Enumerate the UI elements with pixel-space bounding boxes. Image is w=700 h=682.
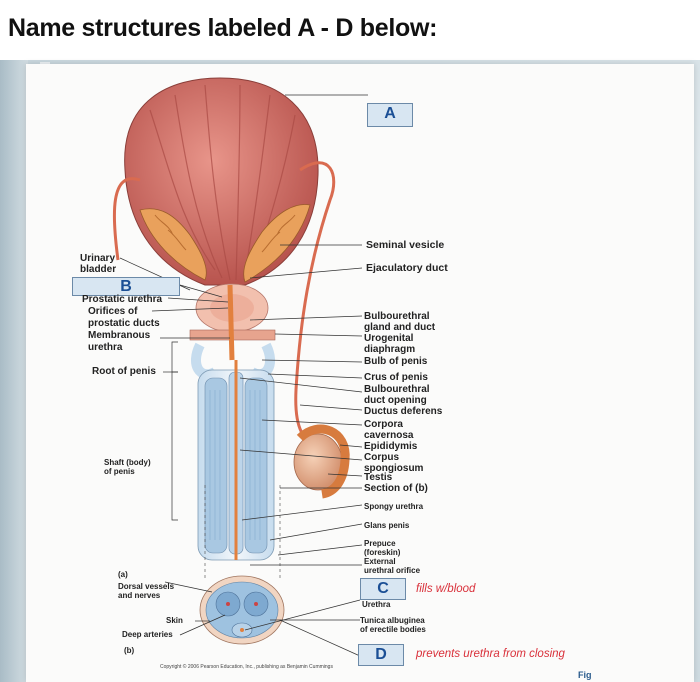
- label-bulb-of-penis: Bulb of penis: [364, 356, 427, 367]
- label-corpus-spongiosum-1: Corpus: [364, 452, 399, 463]
- label-part-a: (a): [118, 570, 128, 579]
- label-urethra: Urethra: [362, 600, 390, 609]
- label-ejaculatory-duct: Ejaculatory duct: [366, 263, 448, 274]
- label-orifices-1: Orifices of: [88, 306, 137, 317]
- label-prepuce-2: (foreskin): [364, 548, 400, 557]
- label-shaft-1: Shaft (body): [104, 458, 151, 467]
- label-shaft-2: of penis: [104, 467, 135, 476]
- label-box-c: C: [360, 578, 406, 600]
- label-ductus-deferens: Ductus deferens: [364, 406, 442, 417]
- label-tunica-2: of erectile bodies: [360, 625, 426, 634]
- label-bulbourethral-gland-2: gland and duct: [364, 322, 435, 333]
- label-external-orifice-2: urethral orifice: [364, 566, 420, 575]
- label-prepuce-1: Prepuce: [364, 539, 396, 548]
- label-crus-of-penis: Crus of penis: [364, 372, 428, 383]
- label-prostatic-urethra: Prostatic urethra: [82, 294, 162, 305]
- label-membranous-1: Membranous: [88, 330, 150, 341]
- note-d: prevents urethra from closing: [416, 648, 565, 660]
- label-tunica-1: Tunica albuginea: [360, 616, 425, 625]
- label-root-of-penis: Root of penis: [92, 366, 156, 377]
- label-testis: Testis: [364, 472, 392, 483]
- label-epididymis: Epididymis: [364, 441, 417, 452]
- penis-cross-section: [200, 576, 284, 644]
- label-spongy-urethra: Spongy urethra: [364, 502, 423, 511]
- label-bulbourethral-opening-1: Bulbourethral: [364, 384, 430, 395]
- prostatic-urethra: [230, 285, 232, 360]
- label-urogenital-2: diaphragm: [364, 344, 415, 355]
- brackets: [172, 342, 178, 520]
- label-dorsal-vessels-1: Dorsal vessels: [118, 582, 174, 591]
- copyright-text: Copyright © 2006 Pearson Education, Inc.…: [160, 664, 333, 670]
- label-corpora-cavernosa-1: Corpora: [364, 419, 403, 430]
- label-bulbourethral-opening-2: duct opening: [364, 395, 427, 406]
- label-dorsal-vessels-2: and nerves: [118, 591, 160, 600]
- label-external-orifice-1: External: [364, 557, 396, 566]
- label-corpora-cavernosa-2: cavernosa: [364, 430, 413, 441]
- label-orifices-2: prostatic ducts: [88, 318, 160, 329]
- label-urogenital-1: Urogenital: [364, 333, 413, 344]
- note-c: fills w/blood: [416, 583, 475, 595]
- label-bulbourethral-gland-1: Bulbourethral: [364, 311, 430, 322]
- label-box-a: A: [367, 103, 413, 127]
- label-glans-penis: Glans penis: [364, 521, 409, 530]
- label-seminal-vesicle: Seminal vesicle: [366, 240, 444, 251]
- label-urinary-bladder-2: bladder: [80, 264, 116, 275]
- label-membranous-2: urethra: [88, 342, 122, 353]
- penis-shaft: [198, 360, 274, 560]
- label-skin: Skin: [166, 616, 183, 625]
- label-box-d: D: [358, 644, 404, 666]
- testis: [294, 429, 345, 494]
- label-urinary-bladder-1: Urinary: [80, 253, 115, 264]
- label-deep-arteries: Deep arteries: [122, 630, 173, 639]
- figure-corner-label: Fig: [578, 670, 592, 681]
- urinary-bladder: [125, 78, 318, 285]
- label-section-of-b: Section of (b): [364, 483, 428, 494]
- label-part-b: (b): [124, 646, 134, 655]
